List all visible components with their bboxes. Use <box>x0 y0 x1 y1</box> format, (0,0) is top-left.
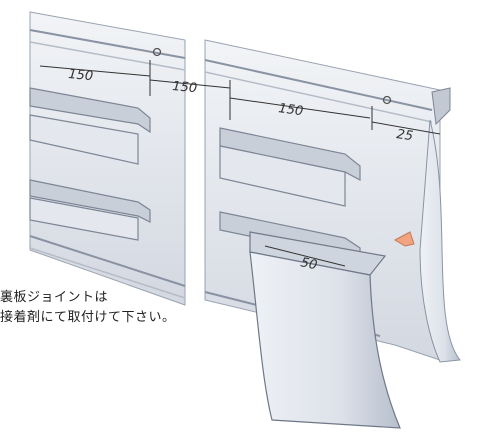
note-line-1: 裏板ジョイントは <box>0 290 109 305</box>
arrow-icon <box>393 231 415 247</box>
left-ridges <box>29 87 151 241</box>
dim-overlap: 50 <box>299 255 318 273</box>
dim-right-spacing: 150 <box>277 101 304 119</box>
dim-between-panels: 150 <box>172 79 198 96</box>
screw-hole-icon <box>152 47 162 57</box>
joint-sheet <box>249 231 415 429</box>
right-panel <box>204 39 461 363</box>
screw-hole-icon <box>382 95 392 105</box>
dim-edge-gap: 25 <box>395 127 413 144</box>
dim-left-spacing: 150 <box>68 67 94 84</box>
instruction-note: 裏板ジョイントは 接着剤にて取付けて下さい。 <box>0 288 270 328</box>
left-panel <box>29 11 186 306</box>
note-line-2: 接着剤にて取付けて下さい。 <box>0 310 176 325</box>
dimension-lines <box>39 60 441 267</box>
